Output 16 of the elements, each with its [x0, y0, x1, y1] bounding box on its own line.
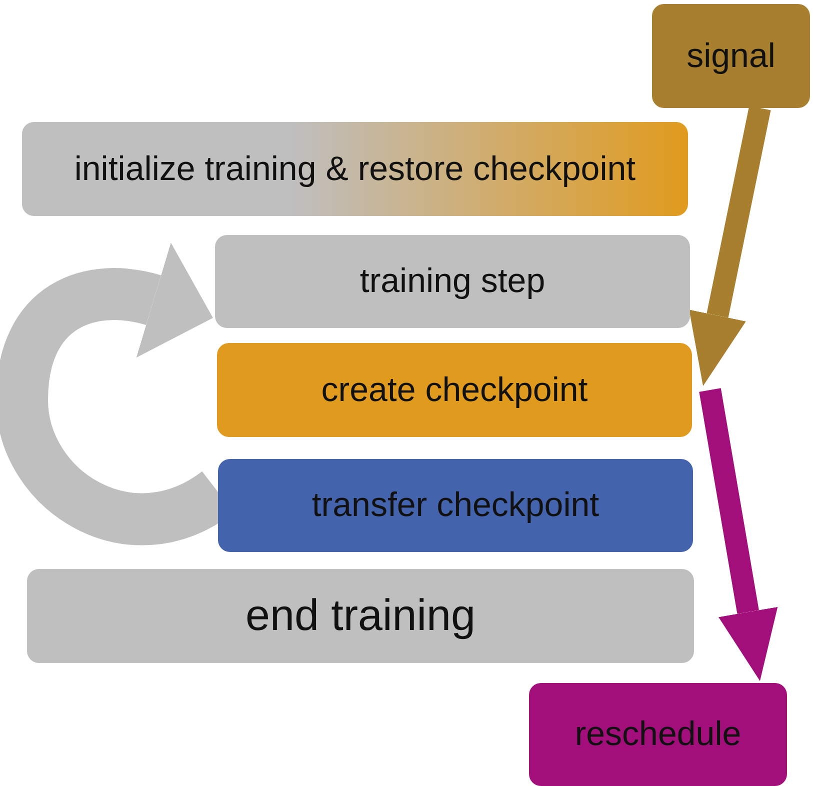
box-label: transfer checkpoint: [312, 486, 600, 525]
box-label: signal: [686, 36, 776, 76]
box-label: create checkpoint: [321, 370, 588, 410]
arrow: [699, 388, 778, 681]
box-label: end training: [246, 591, 476, 641]
process-box: [217, 343, 692, 437]
process-box: [27, 569, 694, 663]
process-box: [218, 459, 693, 552]
process-box: [652, 4, 810, 108]
box-label: reschedule: [574, 715, 742, 754]
process-box: [22, 122, 688, 216]
arrow: [689, 106, 771, 386]
process-box: [215, 235, 690, 328]
box-label: training step: [360, 262, 546, 301]
box-label: initialize training & restore checkpoint: [74, 150, 636, 188]
process-box: [529, 683, 787, 786]
